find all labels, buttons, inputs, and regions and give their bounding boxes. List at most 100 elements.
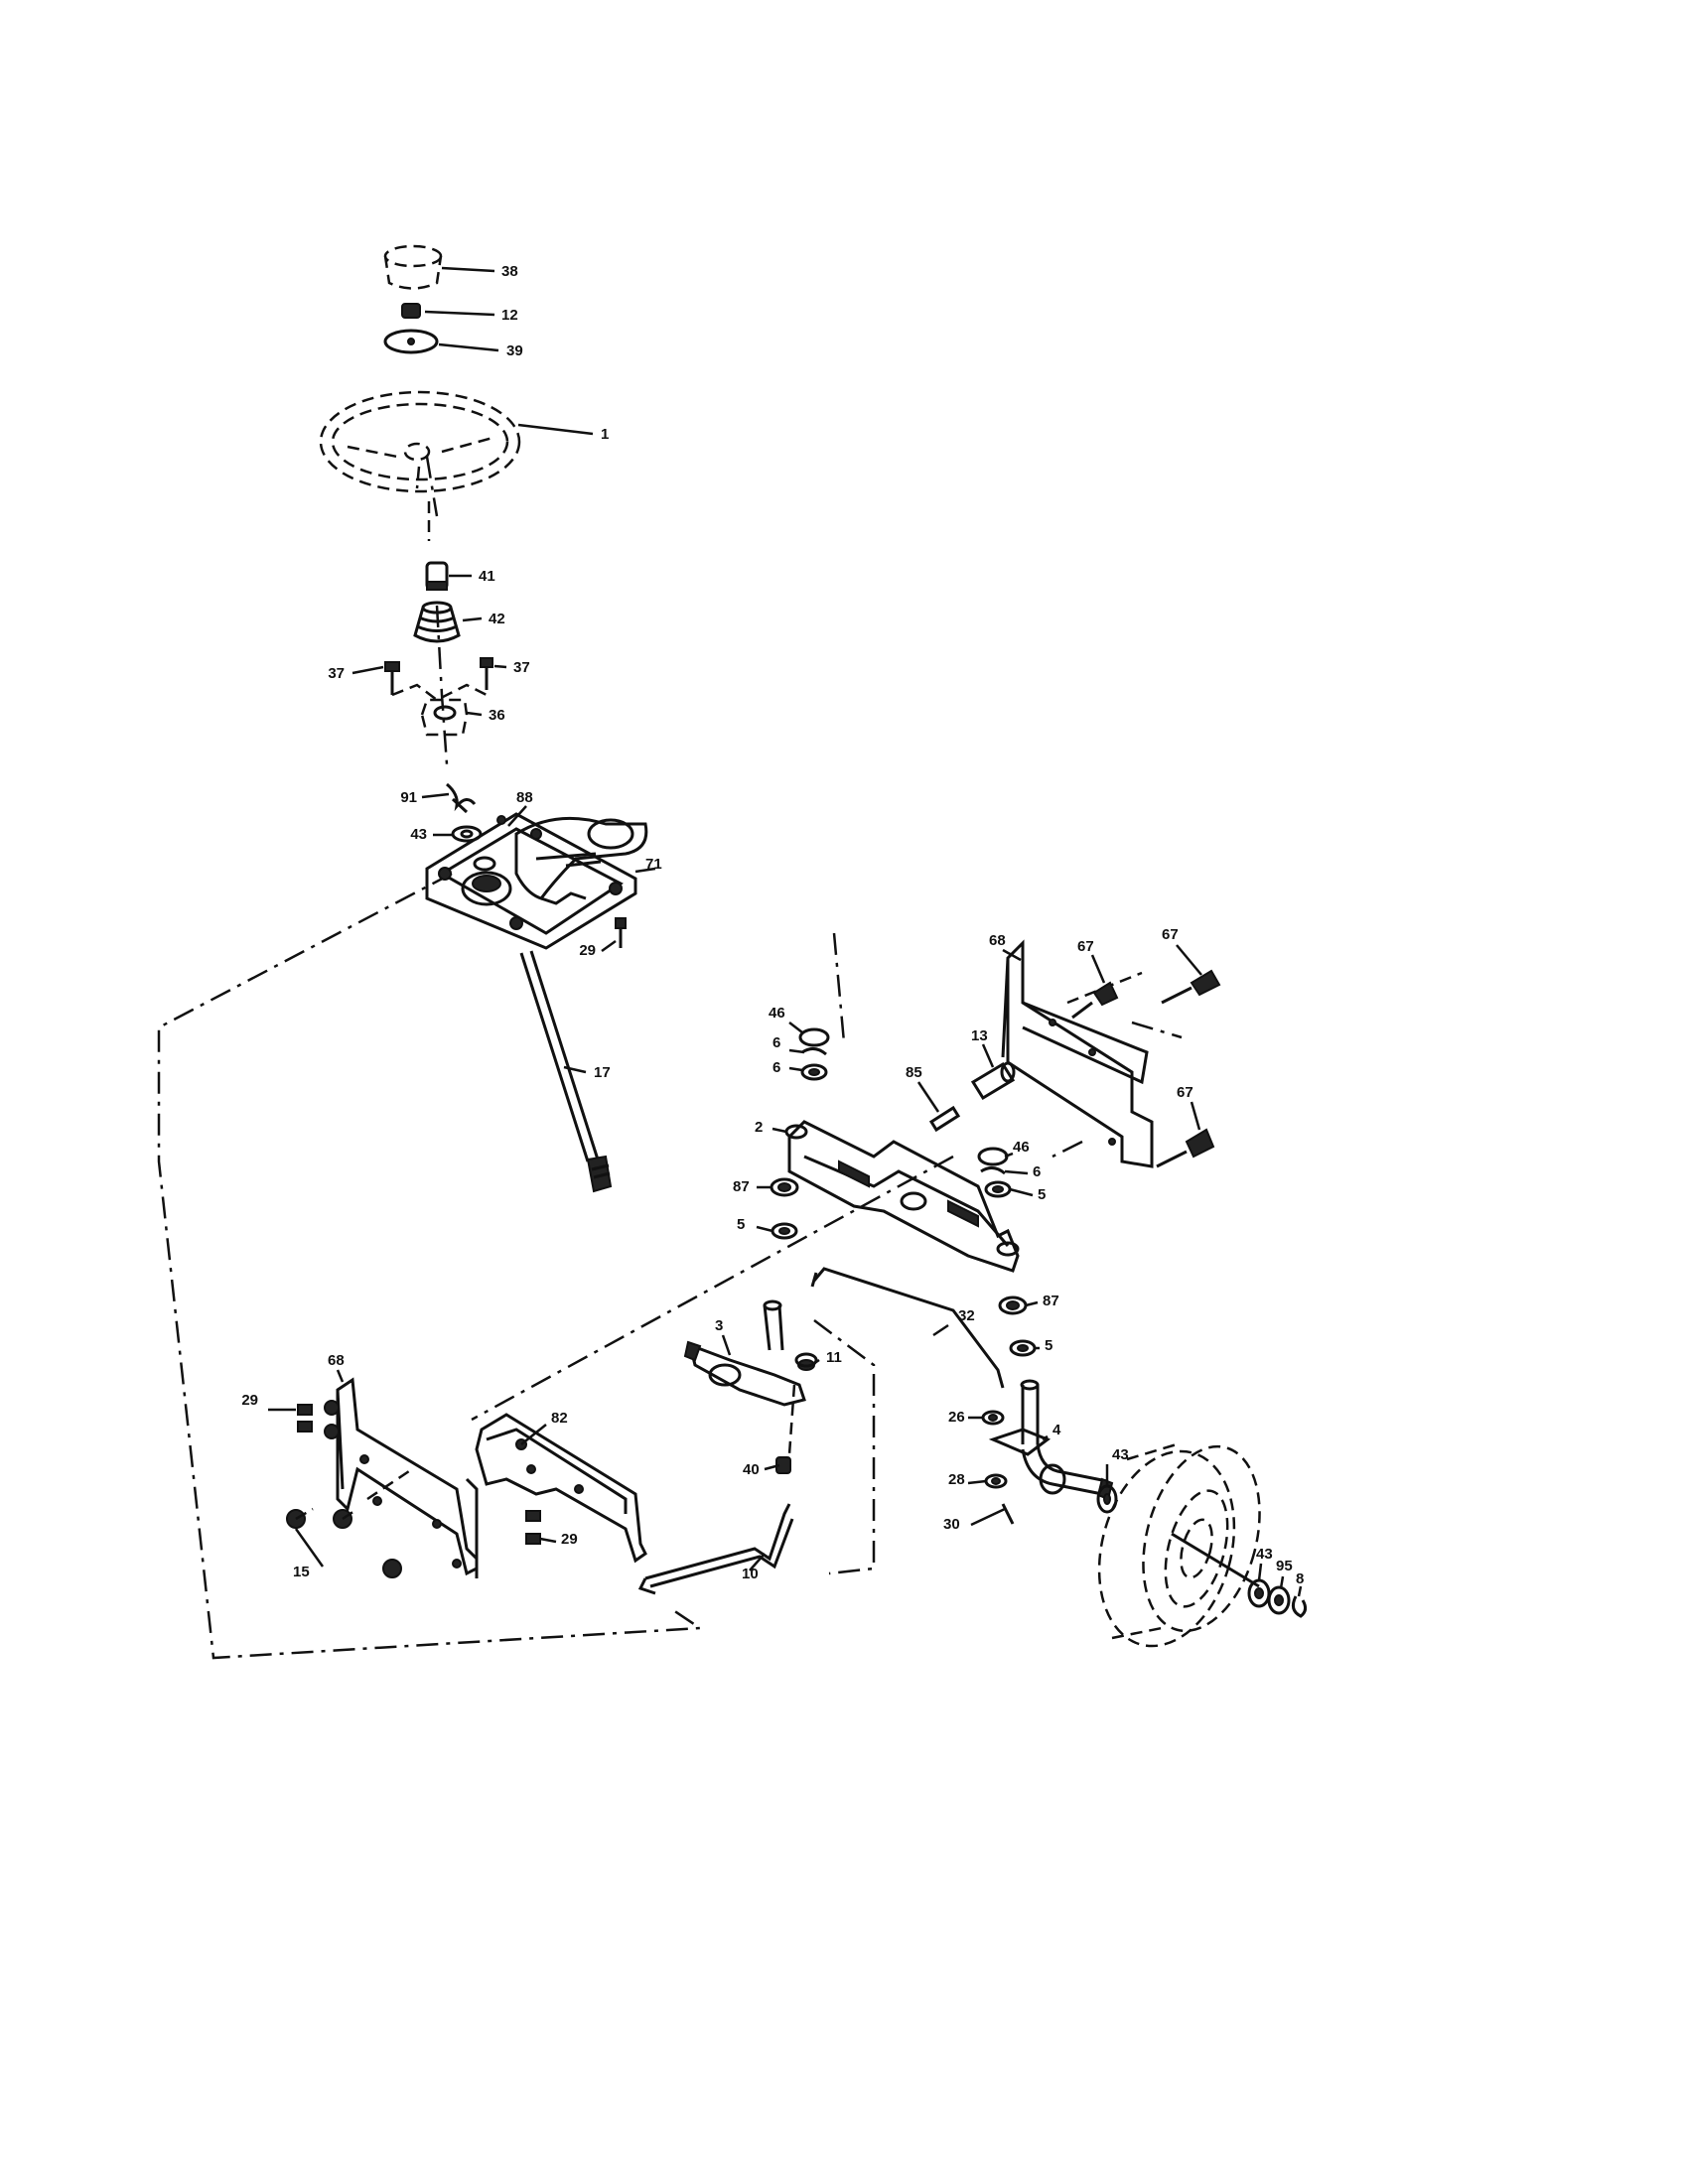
part-callout-43: 43 [1112,1446,1129,1463]
washer-5-right [1009,1339,1037,1357]
part-callout-26: 26 [948,1409,965,1426]
support-bracket-part [465,1413,647,1578]
leader-line [441,266,495,273]
leader-line [520,1424,547,1445]
leader-line [1004,1169,1029,1175]
tie-rod-part [810,1267,1005,1389]
leader-line [1297,1585,1303,1597]
leader-line [788,1022,803,1033]
right-spindle-part [988,1379,1114,1501]
bearing-87-left [770,1177,799,1197]
leader-line [788,1048,805,1054]
part-callout-8: 8 [1296,1570,1304,1587]
leader-line [1190,1101,1201,1131]
leader-line [507,805,527,827]
assembly-outline [157,456,1183,1660]
washer-28 [984,1473,1008,1489]
clip-8-right [980,1166,1006,1175]
part-callout-36: 36 [489,707,505,724]
nuts-15 [286,1507,402,1578]
leader-line [421,792,450,799]
part-callout-32: 32 [958,1307,975,1324]
screw-right-part [480,657,493,690]
left-spindle-part [683,1299,806,1407]
knob-cap-part [383,244,443,290]
leader-line [351,665,384,675]
leader-line [932,1323,949,1337]
part-callout-29: 29 [241,1392,258,1409]
steering-gear-housing [425,812,648,950]
cap-46-left [798,1027,830,1047]
cotter-30 [1001,1503,1015,1525]
leader-line [967,1479,987,1485]
leader-line [721,1334,732,1356]
leader-line [438,342,499,352]
leader-line [981,1043,995,1068]
spindle-bolt-dash [787,1384,796,1455]
bolts-29-right [525,1510,541,1545]
part-callout-67: 67 [1177,1084,1193,1101]
leader-line [493,664,507,669]
clip-8-wheel [1291,1595,1308,1618]
nut-part [401,303,421,319]
leader-line [1257,1563,1263,1581]
part-callout-10: 10 [742,1566,759,1582]
leader-line [1009,1187,1034,1197]
part-callout-68: 68 [328,1352,345,1369]
leader-line [815,1358,820,1364]
bolts-29-left [297,1400,340,1439]
bracket-dash [391,683,488,702]
part-callout-40: 40 [743,1461,760,1478]
leader-line [539,1537,557,1544]
washer-43-wheel-outer [1247,1578,1271,1608]
part-callout-5: 5 [737,1216,745,1233]
leader-line [1176,944,1202,976]
bolt-67-c [1156,1128,1215,1168]
part-callout-3: 3 [715,1317,723,1334]
part-callout-87: 87 [1043,1293,1059,1309]
bushing-26 [981,1410,1005,1426]
leader-line [1002,948,1022,962]
leader-line [1090,954,1106,984]
part-callout-5: 5 [1045,1337,1052,1354]
part-callout-41: 41 [479,568,495,585]
leader-line [756,1225,773,1233]
leader-line [749,1553,766,1571]
part-callout-85: 85 [906,1064,922,1081]
part-callout-6: 6 [772,1059,780,1076]
pin-part [928,1105,961,1133]
bolt-67-a [1071,981,1119,1020]
leader-line [563,1065,587,1074]
leader-line [462,616,483,622]
part-callout-15: 15 [293,1564,310,1580]
part-callout-71: 71 [645,856,662,873]
part-callout-67: 67 [1077,938,1094,955]
leader-line [1279,1575,1285,1589]
part-callout-30: 30 [943,1516,960,1533]
nut-11 [794,1352,818,1371]
washer-5-right-top [984,1180,1012,1198]
leader-line [601,939,617,953]
leader-line [1042,1434,1049,1441]
leader-line [634,867,656,874]
part-callout-37: 37 [513,659,530,676]
part-callout-82: 82 [551,1410,568,1427]
bearing-87-right [998,1296,1028,1315]
part-callout-12: 12 [501,307,518,324]
part-callout-11: 11 [826,1349,842,1366]
part-callout-88: 88 [516,789,533,806]
part-callout-6: 6 [772,1034,780,1051]
spring-clip-part [446,782,477,814]
steering-shaft-part [519,950,613,1193]
part-callout-43: 43 [1256,1546,1273,1563]
washer-part [383,329,439,354]
part-callout-46: 46 [769,1005,785,1022]
adapter-part [425,561,449,591]
leader-line [788,1066,803,1072]
part-callout-5: 5 [1038,1186,1046,1203]
part-callout-13: 13 [971,1027,988,1044]
washer-95 [1267,1585,1291,1615]
front-wheel-part [1097,1442,1261,1648]
part-callout-39: 39 [506,342,523,359]
